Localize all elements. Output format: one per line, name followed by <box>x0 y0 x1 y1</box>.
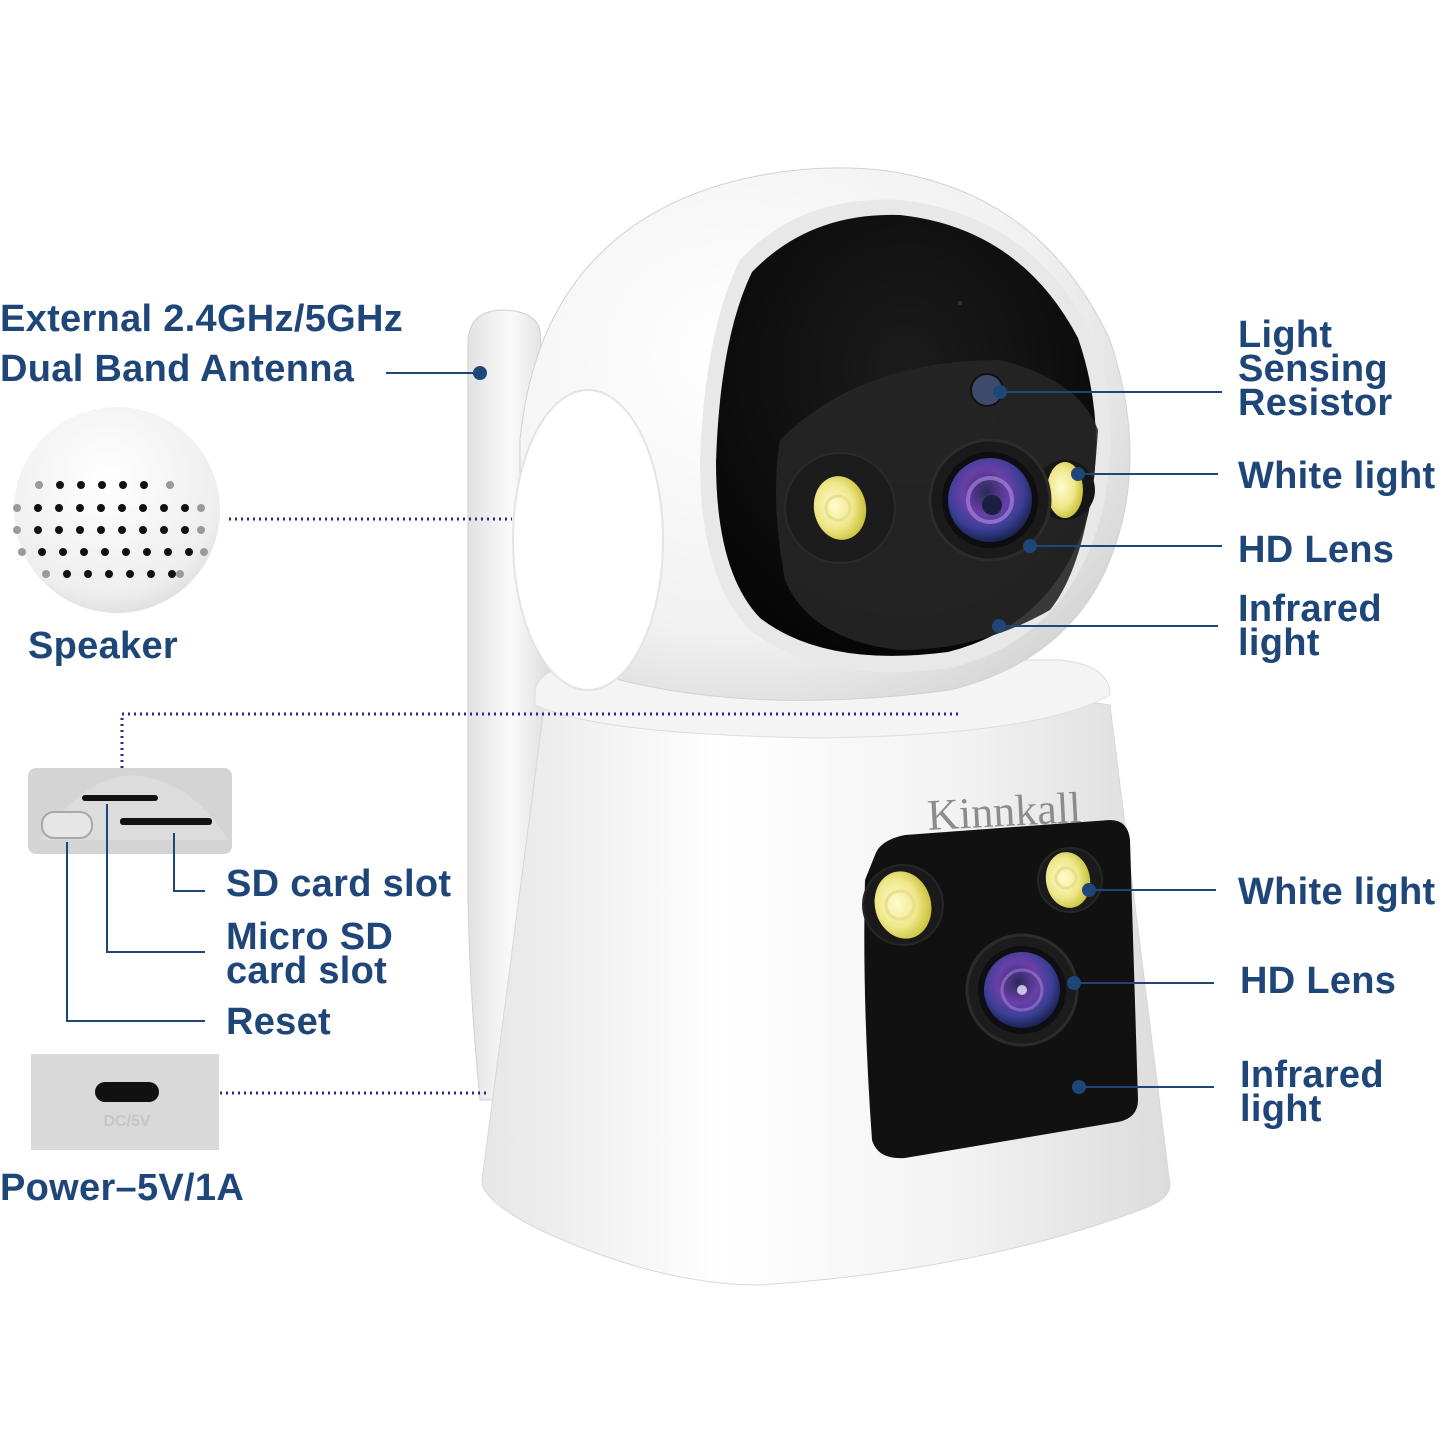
label-light-sensor-line3: Resistor <box>1238 382 1393 424</box>
label-micro-sd-line1: Micro SD <box>226 916 394 958</box>
dotted-connectors <box>120 517 962 1095</box>
label-hd-lens-top: HD Lens <box>1238 529 1395 571</box>
label-white-light-bottom: White light <box>1238 871 1436 913</box>
label-infrared-bottom-line2: light <box>1240 1088 1322 1130</box>
label-light-sensor: Light Sensing Resistor <box>1238 314 1393 424</box>
camera-dome <box>512 167 1131 701</box>
label-infrared-top-line2: light <box>1238 622 1320 664</box>
label-reset: Reset <box>226 1001 331 1043</box>
label-micro-sd-line2: card slot <box>226 950 388 992</box>
label-antenna-line1: External 2.4GHz/5GHz <box>0 298 404 340</box>
power-port-inset: DC/5V <box>31 1054 219 1150</box>
label-infrared-bottom: Infrared light <box>1240 1054 1384 1130</box>
sd-slot-inset <box>28 768 232 854</box>
label-antenna: External 2.4GHz/5GHz Dual Band Antenna <box>0 298 404 390</box>
label-infrared-bottom-line1: Infrared <box>1240 1054 1384 1096</box>
label-infrared-top: Infrared light <box>1238 588 1382 664</box>
svg-text:DC/5V: DC/5V <box>103 1113 150 1130</box>
label-sd-card-slot: SD card slot <box>226 863 452 905</box>
label-hd-lens-bottom: HD Lens <box>1240 960 1397 1002</box>
leader-lines <box>66 366 1222 1094</box>
label-speaker: Speaker <box>28 625 178 667</box>
speaker-inset <box>13 407 220 613</box>
label-antenna-line2: Dual Band Antenna <box>0 348 355 390</box>
camera-base <box>481 659 1171 1286</box>
label-white-light-top: White light <box>1238 455 1436 497</box>
label-infrared-top-line1: Infrared <box>1238 588 1382 630</box>
label-micro-sd: Micro SD card slot <box>226 916 394 992</box>
brand-logo: Kinnkall <box>926 783 1082 840</box>
label-light-sensor-line2: Sensing <box>1238 348 1388 390</box>
label-power: Power–5V/1A <box>0 1167 245 1209</box>
label-light-sensor-line1: Light <box>1238 314 1333 356</box>
